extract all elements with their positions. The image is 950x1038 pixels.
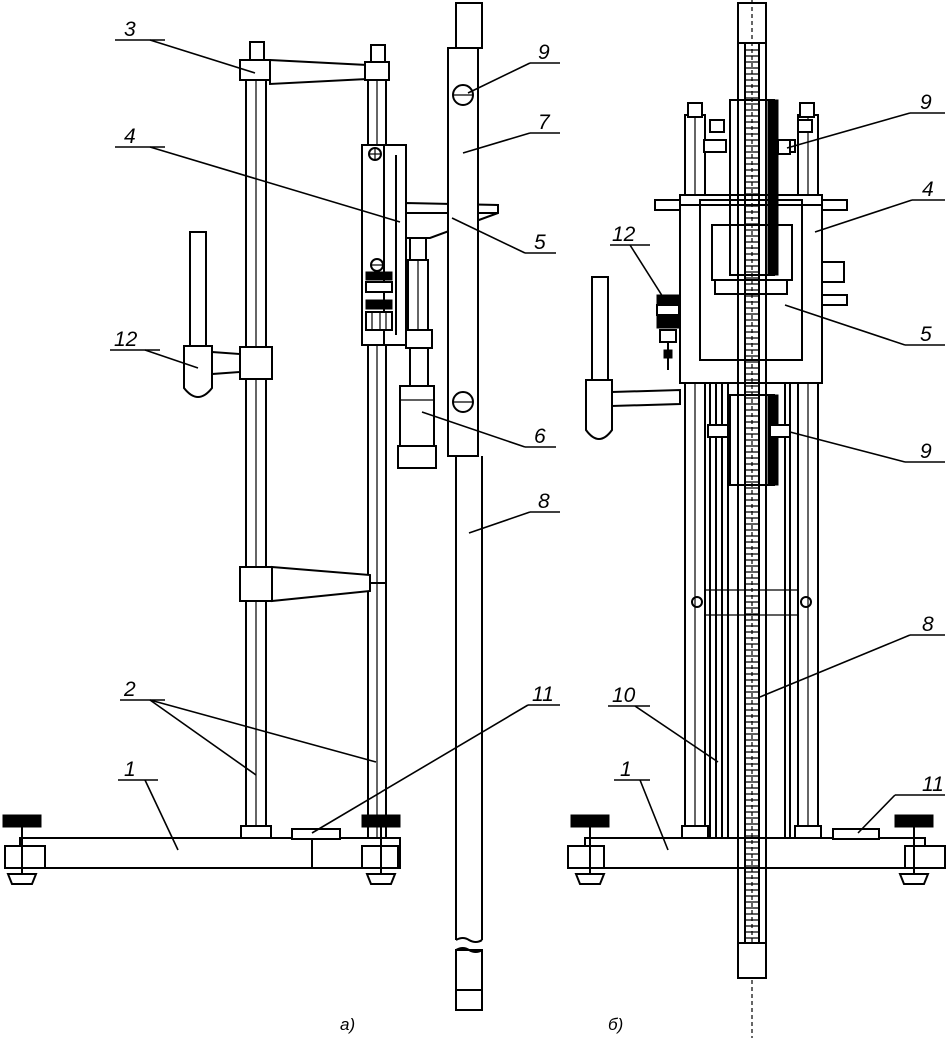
columns-right: [681, 102, 822, 839]
label-8: 8: [538, 490, 550, 513]
labels-left: 3 4 12 2 1 9 7 5 6 8 11: [114, 18, 554, 781]
label-4-right: 4: [922, 178, 934, 201]
right-view: 9 4 5 9 8 11 12 10 1 б): [567, 0, 946, 1038]
base-plate-left: [4, 837, 401, 869]
top-bracket: [239, 58, 390, 86]
label-3: 3: [124, 18, 136, 41]
gear-housing-right: [707, 99, 791, 486]
label-4: 4: [124, 125, 136, 148]
holder-left: [183, 231, 273, 398]
rod-8-right: [737, 0, 767, 1038]
caption-b: б): [608, 1015, 623, 1034]
clamp-right: [656, 294, 680, 370]
lower-bracket: [239, 565, 386, 603]
leaders-left: [110, 39, 560, 851]
leveling-screw-right-1: [570, 814, 610, 885]
label-5-right: 5: [920, 323, 932, 346]
rod-8-left: [455, 2, 483, 1011]
leveling-screw-left-1: [2, 814, 42, 885]
label-8-right: 8: [922, 613, 934, 636]
label-9: 9: [538, 41, 550, 64]
label-9-bottom: 9: [920, 440, 932, 463]
label-1: 1: [124, 758, 136, 781]
label-5: 5: [534, 231, 546, 254]
part-11-left: [291, 828, 341, 840]
label-11: 11: [532, 683, 554, 706]
carriage-left: [361, 144, 407, 346]
label-6: 6: [534, 425, 546, 448]
column-left-1: [240, 41, 272, 839]
label-7: 7: [538, 111, 551, 134]
leveling-screw-right-2: [894, 814, 934, 885]
label-11-right: 11: [922, 773, 944, 796]
labels-right: 9 4 5 9 8 11 12 10 1: [612, 91, 944, 796]
bar-7-left: [447, 47, 479, 457]
holder-right: [585, 276, 681, 440]
caption-a: а): [340, 1015, 355, 1034]
label-1-right: 1: [620, 758, 632, 781]
label-10: 10: [612, 684, 636, 707]
label-12-right: 12: [612, 223, 636, 246]
part-11-right: [832, 828, 880, 840]
left-view: 3 4 12 2 1 9 7 5 6 8 11 а): [2, 2, 560, 1034]
carriage-right: [654, 139, 848, 384]
label-9-top: 9: [920, 91, 932, 114]
label-2: 2: [123, 678, 136, 701]
label-12: 12: [114, 328, 138, 351]
leaders-right: [608, 112, 945, 851]
leveling-screw-left-2: [361, 814, 401, 885]
